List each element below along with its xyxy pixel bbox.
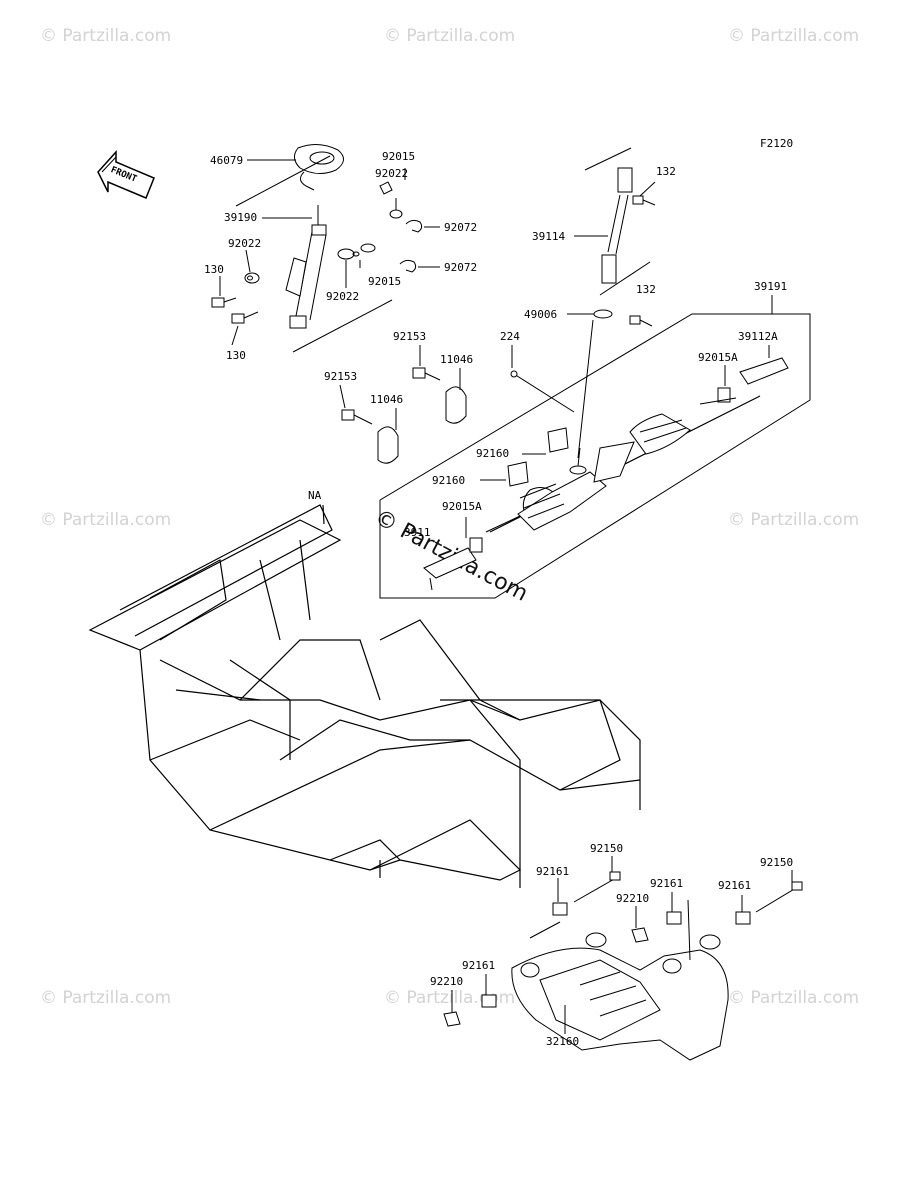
leader-lines — [219, 159, 793, 1034]
part-label[interactable]: 92153 — [393, 330, 427, 343]
part-label[interactable]: 92210 — [430, 975, 464, 988]
part-label[interactable]: 92015 — [382, 150, 416, 163]
part-label[interactable]: 92160 — [432, 474, 466, 487]
vehicle-frame — [88, 504, 641, 888]
part-label[interactable]: 39190 — [224, 211, 258, 224]
figure-code: F2120 — [760, 137, 794, 150]
a-arm-assembly — [443, 871, 803, 1061]
part-label[interactable]: 92161 — [536, 865, 570, 878]
part-label[interactable]: 92210 — [616, 892, 650, 905]
part-label[interactable]: 39191 — [754, 280, 788, 293]
part-label[interactable]: 39112A — [738, 330, 778, 343]
part-label[interactable]: 92161 — [462, 959, 496, 972]
part-label[interactable]: 92015A — [698, 351, 738, 364]
part-label[interactable]: 3911 — [404, 526, 431, 539]
steering-rack-assembly — [341, 295, 811, 599]
watermark: © Partzilla.com — [728, 510, 860, 530]
part-label[interactable]: 224 — [500, 330, 520, 343]
part-label[interactable]: 92161 — [650, 877, 684, 890]
part-label[interactable]: 130 — [204, 263, 224, 276]
intermediate-shaft — [577, 147, 656, 459]
part-label[interactable]: 46079 — [210, 154, 244, 167]
part-label[interactable]: 49006 — [524, 308, 558, 321]
part-label[interactable]: 11046 — [370, 393, 404, 406]
part-label[interactable]: 130 — [226, 349, 246, 362]
watermark: © Partzilla.com — [384, 26, 516, 46]
part-label[interactable]: 92072 — [444, 261, 478, 274]
watermark: © Partzilla.com — [728, 26, 860, 46]
part-label[interactable]: 92022 — [326, 290, 360, 303]
part-label[interactable]: 132 — [636, 283, 656, 296]
part-label[interactable]: 92015A — [442, 500, 482, 513]
steering-column — [211, 144, 423, 353]
part-label[interactable]: 39114 — [532, 230, 566, 243]
part-label[interactable]: 92150 — [760, 856, 794, 869]
watermark: © Partzilla.com — [40, 26, 172, 46]
part-label[interactable]: 92015 — [368, 275, 402, 288]
part-label[interactable]: 92072 — [444, 221, 478, 234]
part-label[interactable]: 92022 — [228, 237, 262, 250]
watermark: © Partzilla.com — [40, 510, 172, 530]
watermark: © Partzilla.com — [728, 988, 860, 1008]
part-label[interactable]: 92022 — [375, 167, 409, 180]
part-label[interactable]: 92161 — [718, 879, 752, 892]
part-label[interactable]: 132 — [656, 165, 676, 178]
front-arrow-icon — [97, 150, 155, 199]
part-label[interactable]: 11046 — [440, 353, 474, 366]
watermark: © Partzilla.com — [40, 988, 172, 1008]
part-label[interactable]: NA — [308, 489, 322, 502]
part-label[interactable]: 92160 — [476, 447, 510, 460]
part-label[interactable]: 92150 — [590, 842, 624, 855]
part-label[interactable]: 32160 — [546, 1035, 580, 1048]
part-label[interactable]: 92153 — [324, 370, 358, 383]
